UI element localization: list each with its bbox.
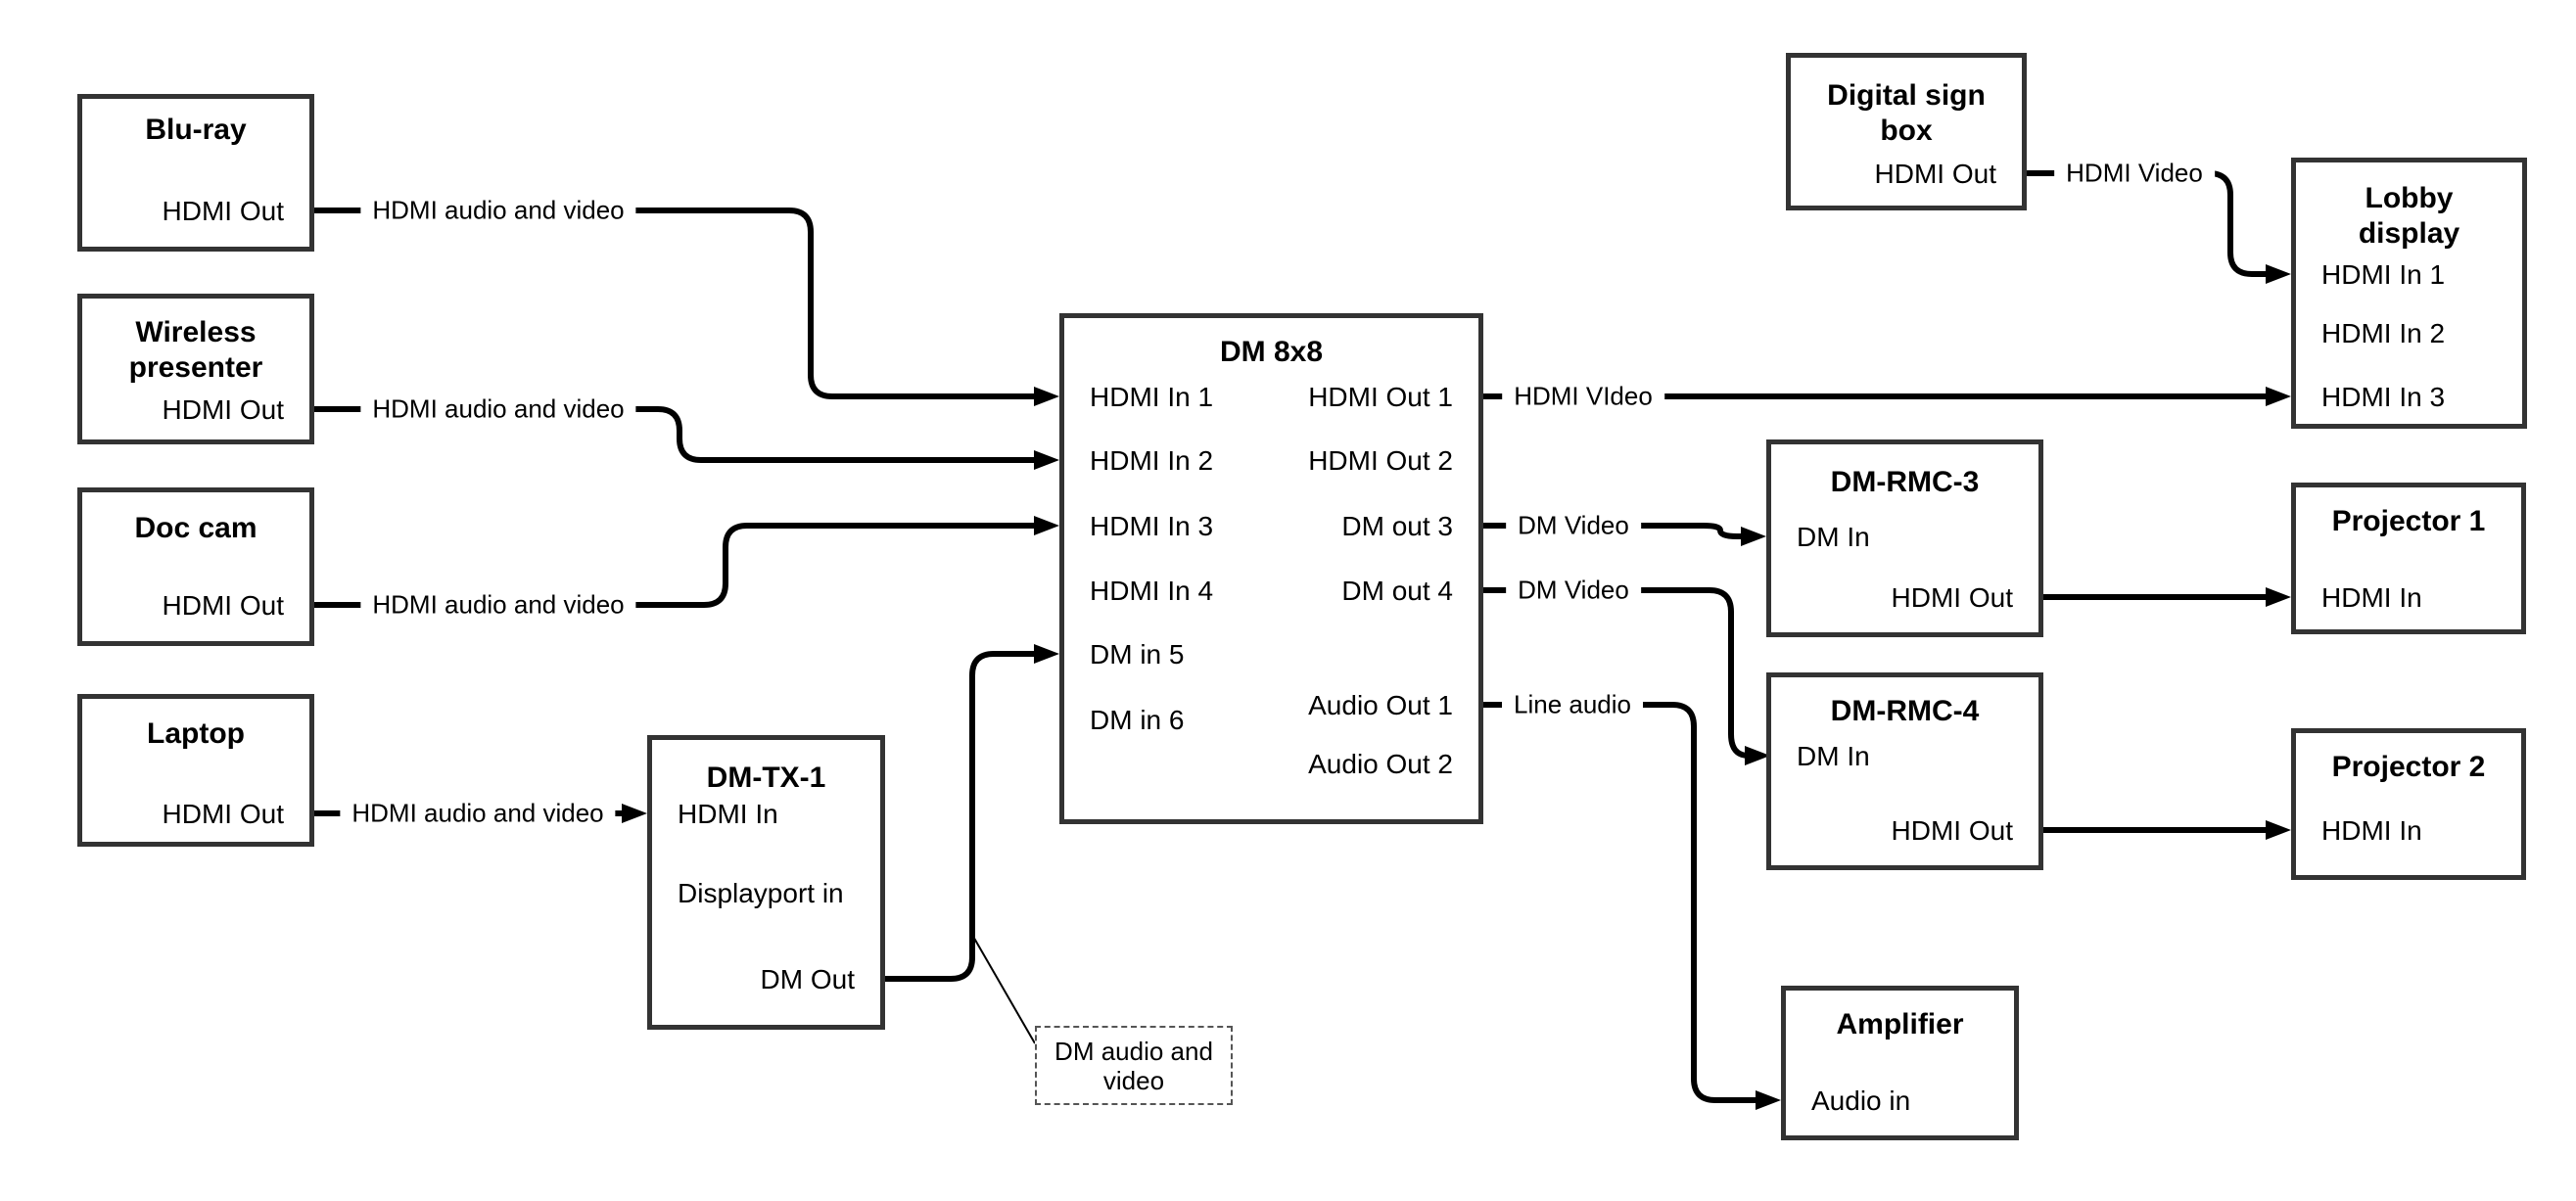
arrowhead-dm8x8-out3-to-rmc3-dmin	[1741, 527, 1766, 546]
port-dm-8x8-hdmi-in-2: HDMI In 2	[1090, 445, 1214, 476]
arrowhead-wireless-to-dm8x8-in2	[1034, 450, 1059, 470]
node-title-projector-1: Projector 1	[2331, 505, 2486, 537]
node-title-wireless-presenter: Wireless presenter	[128, 316, 263, 384]
node-title-digital-sign-box: Digital sign box	[1827, 79, 1986, 147]
port-dm-8x8-hdmi-in-4: HDMI In 4	[1090, 576, 1214, 606]
wire-label-dm8x8-audio1-to-amplifier: Line audio	[1502, 686, 1643, 723]
port-dm-8x8-hdmi-out-1: HDMI Out 1	[1308, 382, 1453, 412]
wire-dm8x8-out4-to-rmc4-dmin	[1483, 587, 1750, 759]
port-dm-rmc-4-hdmi-out: HDMI Out	[1891, 815, 2013, 846]
port-dm-rmc-3-dm-in: DM In	[1797, 522, 1870, 552]
node-title-laptop: Laptop	[147, 717, 245, 750]
arrowhead-laptop-to-dmtx1-hdmi-in	[622, 804, 647, 823]
arrowhead-digitalsign-to-lobby-in1	[2266, 264, 2291, 284]
node-title-lobby-display: Lobby display	[2358, 182, 2460, 250]
node-title-projector-2: Projector 2	[2331, 751, 2486, 783]
port-dm-8x8-dm-out-3: DM out 3	[1341, 511, 1453, 541]
wire-bluray-to-dm8x8-in1	[314, 208, 1036, 399]
port-dm-8x8-hdmi-out-2: HDMI Out 2	[1308, 445, 1453, 476]
port-dm-8x8-hdmi-in-1: HDMI In 1	[1090, 382, 1214, 412]
port-dm-8x8-hdmi-in-3: HDMI In 3	[1090, 511, 1214, 541]
arrowhead-dm8x8-out4-to-rmc4-dmin	[1745, 746, 1770, 765]
wire-label-dm8x8-out4-to-rmc4-dmin: DM Video	[1506, 572, 1641, 609]
wire-dm8x8-out3-to-rmc3-dmin	[1483, 523, 1743, 539]
node-title-dm-rmc-4: DM-RMC-4	[1830, 695, 1980, 727]
node-projector-1: Projector 1 HDMI In	[2291, 483, 2526, 634]
node-title-amplifier: Amplifier	[1836, 1008, 1964, 1040]
port-doc-cam-hdmi-out: HDMI Out	[162, 590, 284, 621]
wire-label-bluray-to-dm8x8-in1: HDMI audio and video	[360, 192, 636, 229]
wire-label-laptop-to-dmtx1-hdmi-in: HDMI audio and video	[340, 795, 616, 832]
port-dm-tx-1-displayport-in: Displayport in	[678, 878, 844, 908]
port-lobby-display-hdmi-in-2: HDMI In 2	[2321, 318, 2446, 348]
port-dm-rmc-3-hdmi-out: HDMI Out	[1891, 582, 2013, 613]
node-projector-2: Projector 2 HDMI In	[2291, 728, 2526, 880]
wire-label-doccam-to-dm8x8-in3: HDMI audio and video	[360, 586, 636, 624]
port-projector-2-hdmi-in: HDMI In	[2321, 815, 2422, 846]
port-lobby-display-hdmi-in-1: HDMI In 1	[2321, 259, 2446, 290]
wire-label-digitalsign-to-lobby-in1: HDMI Video	[2054, 155, 2215, 192]
port-laptop-hdmi-out: HDMI Out	[162, 799, 284, 829]
node-title-dm-8x8: DM 8x8	[1219, 336, 1324, 368]
arrowhead-dm8x8-out1-to-lobby-in3	[2266, 387, 2291, 406]
wire-wireless-to-dm8x8-in2	[314, 406, 1036, 463]
callout-text: DM audio and video	[1054, 1036, 1213, 1095]
wire-dmtx1-dmout-to-dm8x8-in5	[885, 651, 1036, 982]
port-bluray-hdmi-out: HDMI Out	[162, 196, 284, 226]
node-title-bluray: Blu-ray	[145, 114, 247, 146]
port-dm-8x8-dm-in-5: DM in 5	[1090, 639, 1185, 670]
arrowhead-dmtx1-dmout-to-dm8x8-in5	[1034, 644, 1059, 664]
port-dm-8x8-audio-out-2: Audio Out 2	[1308, 749, 1453, 779]
port-dm-8x8-dm-out-4: DM out 4	[1341, 576, 1453, 606]
arrowhead-rmc4-hdmiout-to-projector2	[2266, 820, 2291, 840]
callout-dm-audio-video: DM audio and video	[1035, 1026, 1233, 1105]
port-digital-sign-box-hdmi-out: HDMI Out	[1874, 159, 1996, 189]
port-projector-1-hdmi-in: HDMI In	[2321, 582, 2422, 613]
port-dm-8x8-audio-out-1: Audio Out 1	[1308, 690, 1453, 720]
wire-label-dm8x8-out3-to-rmc3-dmin: DM Video	[1506, 507, 1641, 544]
port-amplifier-audio-in: Audio in	[1811, 1086, 1911, 1116]
wire-dm8x8-audio1-to-amplifier	[1483, 702, 1757, 1103]
node-title-dm-rmc-3: DM-RMC-3	[1830, 466, 1980, 498]
port-dm-tx-1-dm-out: DM Out	[760, 964, 855, 994]
arrowhead-doccam-to-dm8x8-in3	[1034, 516, 1059, 535]
arrowhead-dm8x8-audio1-to-amplifier	[1756, 1090, 1781, 1110]
port-dm-rmc-4-dm-in: DM In	[1797, 741, 1870, 771]
port-lobby-display-hdmi-in-3: HDMI In 3	[2321, 382, 2446, 412]
node-dm-rmc-3: DM-RMC-3 DM In HDMI Out	[1766, 439, 2043, 637]
wire-label-dm8x8-out1-to-lobby-in3: HDMI VIdeo	[1502, 378, 1664, 415]
node-title-dm-tx-1: DM-TX-1	[706, 762, 826, 794]
node-dm-rmc-4: DM-RMC-4 DM In HDMI Out	[1766, 672, 2043, 870]
callout-leader-line	[971, 934, 1036, 1044]
arrowhead-bluray-to-dm8x8-in1	[1034, 387, 1059, 406]
wire-label-wireless-to-dm8x8-in2: HDMI audio and video	[360, 391, 636, 428]
port-dm-8x8-dm-in-6: DM in 6	[1090, 705, 1185, 735]
node-title-doc-cam: Doc cam	[134, 512, 258, 544]
port-dm-tx-1-hdmi-in: HDMI In	[678, 799, 778, 829]
wire-doccam-to-dm8x8-in3	[314, 523, 1036, 608]
wire-digitalsign-to-lobby-in1	[2027, 170, 2268, 277]
arrowhead-rmc3-hdmiout-to-projector1	[2266, 587, 2291, 607]
port-wireless-presenter-hdmi-out: HDMI Out	[162, 394, 284, 425]
